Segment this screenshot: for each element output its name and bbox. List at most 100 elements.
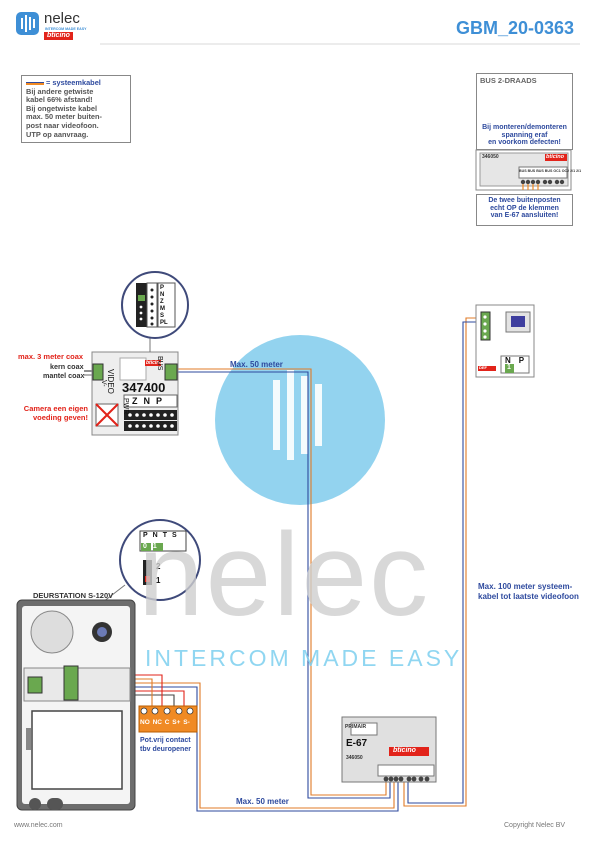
terminal-label: Z (132, 396, 144, 406)
legend-line: Bij andere getwiste (26, 86, 94, 96)
legend-title: = systeemkabel (46, 78, 101, 87)
door-station-title: DEURSTATION S-120V (33, 591, 114, 600)
e67-detail-terminals: BUS BUS BUS BUS OC1 OC2 2/1 2/1 (519, 169, 581, 173)
dip-label: S (172, 532, 182, 539)
e67-code: 346050 (346, 755, 363, 761)
terminal-label: S (160, 313, 165, 319)
terminal-label: PL (160, 320, 168, 326)
logo-tagline: INTERCOM MADE EASY (45, 27, 87, 31)
door-station-graphic (16, 599, 136, 811)
legend-line: max. 50 meter buiten- (26, 112, 102, 122)
jumper-label-2: 2 (156, 562, 161, 571)
legend-line: UTP op aanvraag. (26, 129, 89, 139)
dip-label: N (152, 532, 163, 539)
note-line: De twee buitenposten (488, 197, 561, 204)
logo-name: nelec (44, 10, 80, 27)
e67-brand: bticino (393, 747, 416, 754)
terminal-label: BUS (527, 169, 536, 173)
logo-brand: bticino (44, 32, 73, 40)
pwr-label: PWR (122, 398, 129, 415)
module-inset-magnifier (121, 271, 189, 352)
footer-website: www.nelec.com (14, 822, 63, 829)
video-module-brand: bticino (146, 360, 163, 366)
dip-label: T (162, 532, 173, 539)
outdoor-posts-note: De twee buitenposten echt OP de klemmen … (476, 194, 573, 226)
cable-length-top: Max. 50 meter (230, 360, 283, 369)
terminal-label: 2/1 (576, 169, 582, 173)
terminal-label: N (143, 396, 156, 406)
module-bottom-terminals: ZNP (132, 396, 168, 406)
legend-line: kabel 66% afstand! (26, 95, 93, 105)
dip-value: 0 (143, 543, 153, 550)
bus-warning-line: Bij monteren/demonteren (482, 124, 567, 131)
dip-value: 1 (152, 543, 163, 550)
terminal-label: OC2 (561, 169, 570, 173)
bus-warning-line: spanning eraf (501, 131, 548, 139)
e67-detail-brand: bticino (546, 154, 565, 160)
dip-label: P (143, 532, 153, 539)
camera-power-note: Camera een eigen voeding geven! (22, 404, 88, 422)
e67-label: E-67 (346, 738, 368, 749)
watermark-graphic (215, 335, 385, 505)
watermark-tagline: INTERCOM MADE EASY (145, 645, 463, 671)
note-line: Max. 100 meter systeem- (478, 582, 573, 591)
system-cable-line-icon (26, 81, 44, 85)
terminal-label: S+ (172, 719, 181, 726)
legend-line: Bij ongetwiste kabel (26, 103, 98, 113)
terminal-label: M (160, 306, 165, 312)
dip-values: 01 (143, 543, 163, 550)
terminal-label: 2/1 (570, 169, 576, 173)
terminal-label: N (505, 356, 519, 365)
terminal-label: NC (152, 719, 162, 726)
inset-terminal-labels: P N Z M S PL (160, 285, 174, 327)
relay-note: Pot.vrij contact tbv deuropener (140, 736, 191, 754)
video-label: VIDEO (106, 369, 115, 394)
bus-warning-text: Bij monteren/demonteren spanning eraf en… (477, 124, 572, 147)
dip-header: PNTS (143, 532, 182, 539)
jumper-label-1: 1 (156, 576, 161, 585)
e67-power-supply-graphic (341, 716, 437, 783)
note-line: echt OP de klemmen (490, 204, 559, 212)
terminal-label: P (160, 285, 165, 291)
coax-max-label: max. 3 meter coax (18, 352, 84, 361)
note-line: van E-67 aansluiten! (490, 212, 559, 220)
cable-length-right: Max. 100 meter systeem- kabel tot laatst… (478, 582, 579, 602)
e67-detail-graphic (475, 149, 572, 191)
terminal-label: N (160, 292, 165, 298)
coax-shield-label: mantel coax (43, 371, 85, 380)
relay-terminals: NO NC C S+ S- (140, 719, 190, 726)
nelec-logo-icon (16, 12, 39, 35)
video-module-graphic (91, 351, 179, 436)
bus-label: BUS (156, 356, 163, 371)
note-line: voeding geven! (32, 413, 88, 422)
bus-warning-line: en voorkom defecten! (488, 139, 561, 147)
watermark-word: nelec (138, 509, 431, 641)
coax-core-label: kern coax (50, 362, 84, 371)
v-minus-label: V- (100, 380, 107, 387)
document-code: GBM_20-0363 (456, 18, 575, 38)
terminal-label: BUS (519, 169, 527, 173)
footer-copyright: Copyright Nelec BV (504, 822, 566, 829)
videophone-terminals: NP (505, 356, 532, 365)
videophone-terminal-value: 1 (507, 364, 511, 371)
cable-legend: = systeemkabel Bij andere getwiste kabel… (21, 75, 131, 144)
terminal-label: BUS (536, 169, 544, 173)
cable-length-bottom: Max. 50 meter (236, 797, 289, 806)
terminal-label: Z (160, 299, 164, 305)
terminal-label: NO (140, 719, 150, 726)
videophone-small-label: DEF (479, 365, 487, 370)
note-line: kabel tot laatste videofoon (478, 592, 579, 601)
bus-warning-box: BUS 2-DRAADS Bij monteren/demonteren spa… (476, 73, 573, 150)
bus-title: BUS 2-DRAADS (480, 76, 537, 85)
terminal-label: BUS (544, 169, 553, 173)
e67-detail-code: 346050 (482, 154, 499, 160)
terminal-label: OC1 (553, 169, 561, 173)
relay-terminal-graphic (138, 705, 198, 733)
videophone-graphic (475, 304, 535, 378)
video-module-code: 347400 (122, 380, 166, 395)
note-line: Camera een eigen (23, 404, 88, 413)
note-line: tbv deuropener (140, 746, 191, 753)
e67-primary: PRIMAIR (345, 724, 367, 730)
door-station-inset-magnifier (89, 519, 201, 613)
